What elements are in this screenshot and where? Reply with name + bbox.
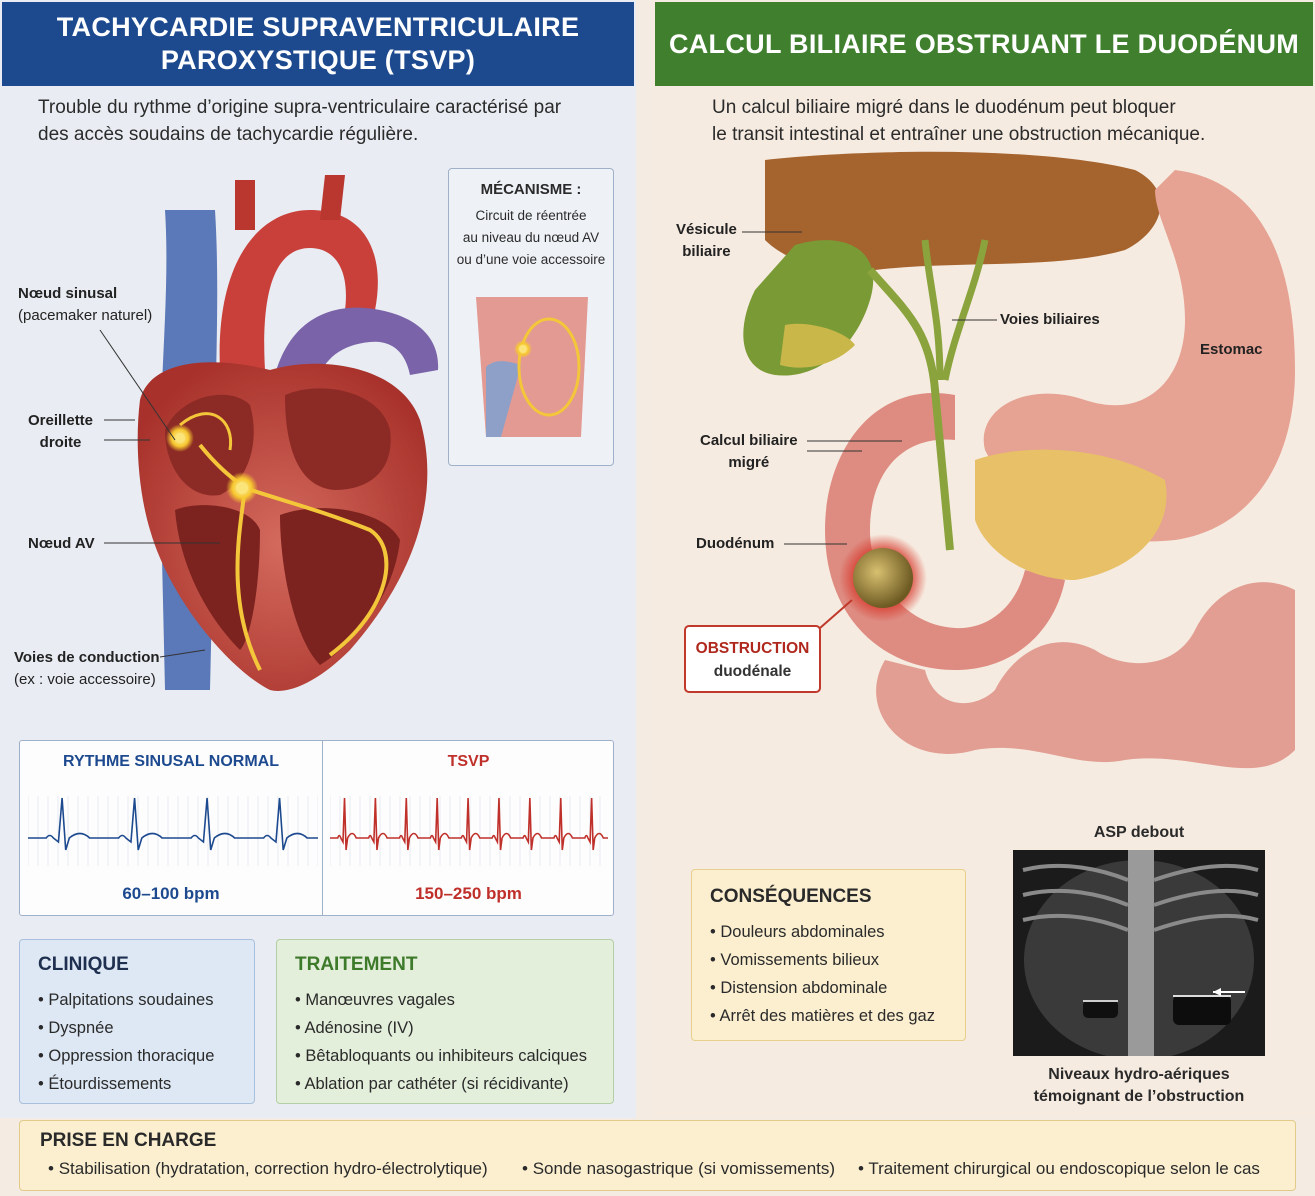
reentry-circuit-illustration (476, 297, 588, 437)
obstruction-line-2: duodénale (713, 663, 792, 680)
management-item-text: Stabilisation (hydratation, correction h… (58, 1159, 488, 1178)
xray-image (1013, 850, 1265, 1056)
mechanism-line-1: Circuit de réentrée (475, 208, 587, 223)
label-gallstone-line-2: migré (728, 454, 770, 471)
clinique-list: Palpitations soudaines Dyspnée Oppressio… (38, 986, 214, 1098)
management-item: • Traitement chirurgical ou endoscopique… (858, 1159, 1260, 1178)
ecg-tsvp-trace (330, 796, 608, 866)
list-item: Oppression thoracique (38, 1042, 214, 1070)
ecg-trace-line (28, 797, 318, 851)
list-item: Vomissements bilieux (710, 946, 935, 974)
list-item: Dyspnée (38, 1014, 214, 1042)
management-item-text: Traitement chirurgical ou endoscopique s… (868, 1159, 1260, 1178)
obstruction-callout: OBSTRUCTION duodénale (684, 625, 821, 693)
ecg-normal-bpm: 60–100 bpm (122, 884, 220, 903)
mechanism-line-2: au niveau du nœud AV (462, 230, 600, 245)
label-duodenum: Duodénum (696, 535, 775, 552)
label-conduction-line-1: Voies de conduction (14, 649, 160, 666)
list-item: Distension abdominale (710, 974, 935, 1002)
traitement-list: Manœuvres vagales Adénosine (IV) Bêtablo… (295, 986, 587, 1098)
ecg-tsvp-title: TSVP (447, 753, 490, 770)
label-sinus-node: Nœud sinusal (pacemaker naturel) (18, 283, 152, 327)
management-item: • Sonde nasogastrique (si vomissements) (522, 1159, 836, 1178)
list-item: Étourdissements (38, 1070, 214, 1098)
label-gallbladder: Vésicule biliaire (676, 219, 737, 263)
xray-caption-line-1: Niveaux hydro-aériques (1048, 1066, 1230, 1083)
label-av-node: Nœud AV (28, 535, 95, 552)
ecg-normal-title: RYTHME SINUSAL NORMAL (63, 753, 279, 770)
ecg-tsvp-bpm: 150–250 bpm (415, 884, 522, 903)
list-item: Manœuvres vagales (295, 986, 587, 1014)
tsvp-intro-line-2: des accès soudains de tachycardie réguli… (38, 124, 419, 145)
gallstone-intro: Un calcul biliaire migré dans le duodénu… (712, 94, 1205, 148)
label-right-atrium-line-1: Oreillette (28, 412, 94, 429)
management-title: PRISE EN CHARGE (40, 1130, 217, 1151)
label-right-atrium-line-2: droite (39, 434, 82, 451)
ecg-trace-line (330, 797, 608, 851)
label-conduction-line-2: (ex : voie accessoire) (14, 671, 156, 688)
ecg-divider (322, 741, 323, 915)
tsvp-intro-line-1: Trouble du rythme d’origine supra-ventri… (38, 97, 562, 118)
management-box: PRISE EN CHARGE • Stabilisation (hydrata… (19, 1120, 1296, 1191)
ecg-comparison: RYTHME SINUSAL NORMAL TSVP 60–100 bpm 15… (19, 740, 614, 916)
xray-title: ASP debout (1093, 824, 1185, 841)
list-item: Bêtabloquants ou inhibiteurs calciques (295, 1042, 587, 1070)
label-gallbladder-line-2: biliaire (682, 243, 731, 260)
label-stomach: Estomac (1200, 341, 1263, 358)
list-item: Adénosine (IV) (295, 1014, 587, 1042)
gallstone-intro-line-2: le transit intestinal et entraîner une o… (712, 124, 1206, 145)
traitement-title: TRAITEMENT (295, 954, 418, 975)
list-item: Ablation par cathéter (si récidivante) (295, 1070, 587, 1098)
obstruction-line-1: OBSTRUCTION (695, 640, 810, 657)
xray-caption-line-2: témoignant de l’obstruction (1033, 1088, 1245, 1105)
mechanism-line-3: ou d’une voie accessoire (456, 252, 606, 267)
consequences-list: Douleurs abdominales Vomissements bilieu… (710, 918, 935, 1030)
clinique-title: CLINIQUE (38, 954, 129, 975)
digestive-illustration (743, 151, 1295, 769)
tsvp-title: TACHYCARDIE SUPRAVENTRICULAIRE PAROXYSTI… (2, 2, 634, 86)
tsvp-intro: Trouble du rythme d’origine supra-ventri… (38, 94, 561, 148)
mechanism-box: MÉCANISME : Circuit de réentrée au nivea… (448, 168, 614, 466)
consequences-title: CONSÉQUENCES (710, 886, 872, 907)
label-sinus-node-line-1: Nœud sinusal (18, 285, 118, 302)
list-item: Douleurs abdominales (710, 918, 935, 946)
label-gallbladder-line-1: Vésicule (676, 221, 737, 238)
management-item: • Stabilisation (hydratation, correction… (48, 1159, 488, 1178)
xray-caption: Niveaux hydro-aériques témoignant de l’o… (1003, 1064, 1275, 1108)
list-item: Arrêt des matières et des gaz (710, 1002, 935, 1030)
digestive-leader-lines (742, 231, 997, 629)
gallstone-intro-line-1: Un calcul biliaire migré dans le duodénu… (712, 97, 1176, 118)
traitement-box: TRAITEMENT Manœuvres vagales Adénosine (… (276, 939, 614, 1104)
label-right-atrium: Oreillette droite (28, 410, 93, 454)
heart-leader-lines (99, 329, 220, 658)
heart-illustration (137, 175, 439, 691)
ecg-normal-trace (28, 796, 318, 866)
xray-illustration (1013, 850, 1265, 1056)
mechanism-title: MÉCANISME : (480, 181, 582, 198)
management-item-text: Sonde nasogastrique (si vomissements) (532, 1159, 836, 1178)
label-gallstone-line-1: Calcul biliaire (700, 432, 798, 449)
clinique-box: CLINIQUE Palpitations soudaines Dyspnée … (19, 939, 255, 1104)
consequences-box: CONSÉQUENCES Douleurs abdominales Vomiss… (691, 869, 966, 1041)
label-sinus-node-line-2: (pacemaker naturel) (18, 307, 153, 324)
label-bile-ducts: Voies biliaires (1000, 311, 1100, 328)
mechanism-text: Circuit de réentrée au niveau du nœud AV… (449, 205, 613, 271)
label-gallstone: Calcul biliaire migré (700, 430, 798, 474)
gallstone-title: CALCUL BILIAIRE OBSTRUANT LE DUODÉNUM (655, 2, 1313, 86)
list-item: Palpitations soudaines (38, 986, 214, 1014)
label-conduction: Voies de conduction (ex : voie accessoir… (14, 647, 160, 691)
